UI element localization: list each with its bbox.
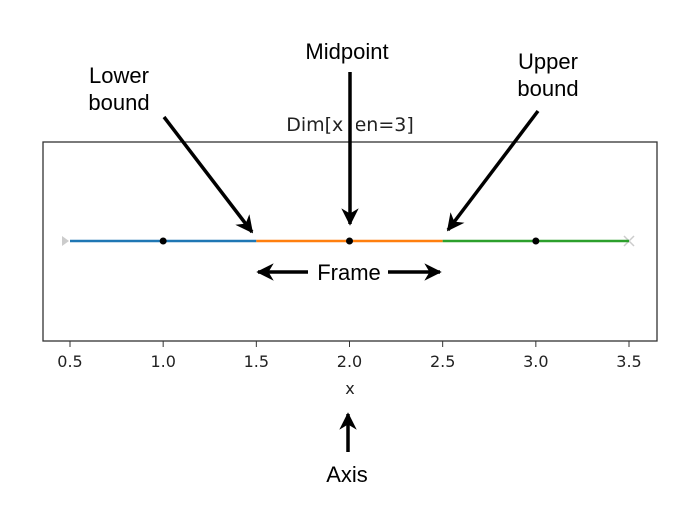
- lower-bound-label-line1: Lower: [89, 63, 149, 88]
- start-marker: [62, 236, 69, 246]
- point-3: [532, 237, 540, 245]
- lower-bound-arrow: [162, 115, 254, 234]
- point-2: [346, 237, 353, 245]
- x-tick-label-4: 2.5: [430, 352, 455, 371]
- chart-layer: 0.5 1.0 1.5 2.0 2.5 3.0 3.5: [57, 235, 642, 371]
- upper-bound-label-line1: Upper: [518, 49, 578, 74]
- x-tick-label-6: 3.5: [616, 352, 641, 371]
- x-tick-label-3: 2.0: [337, 352, 362, 371]
- axis-label: Axis: [326, 462, 368, 487]
- x-tick-label-1: 1.0: [150, 352, 175, 371]
- upper-bound-label-line2: bound: [517, 76, 578, 101]
- x-tick-label-0: 0.5: [57, 352, 82, 371]
- x-axis-label: x: [345, 379, 354, 398]
- x-tick-label-5: 3.0: [523, 352, 548, 371]
- lower-bound-label-line2: bound: [88, 90, 149, 115]
- x-tick-label-2: 1.5: [244, 352, 269, 371]
- point-1: [159, 237, 167, 245]
- frame-label: Frame: [317, 260, 381, 285]
- upper-bound-arrow: [446, 109, 540, 232]
- midpoint-label: Midpoint: [305, 39, 388, 64]
